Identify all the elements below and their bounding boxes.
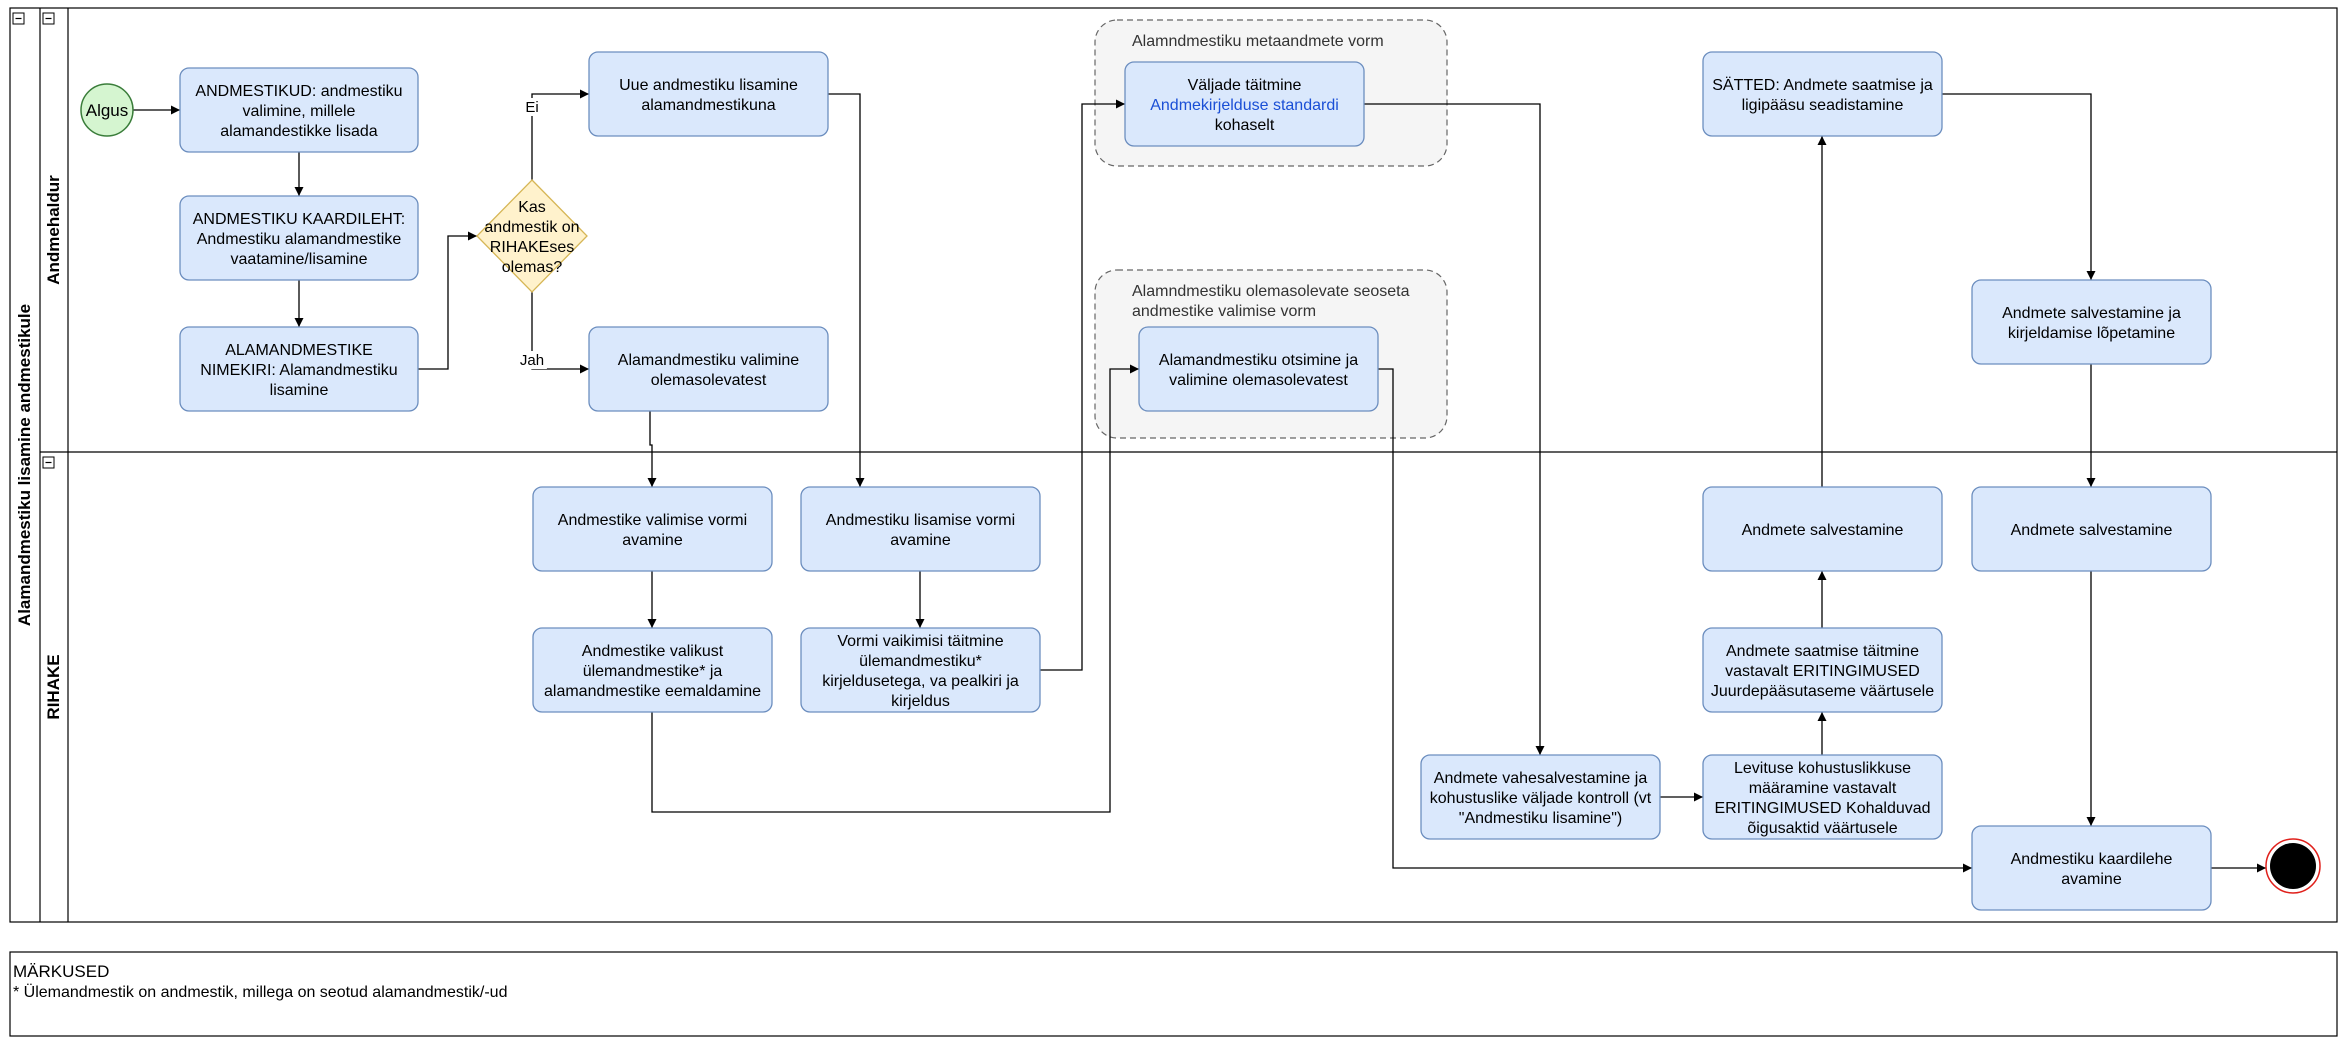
edge-label-bg xyxy=(517,351,547,369)
edge-t6-t14 xyxy=(1364,103,1545,755)
pool-collapse-toggle[interactable] xyxy=(12,12,25,25)
edge-label-no: Ei xyxy=(525,99,538,116)
notes-text: * Ülemandmestik on andmestik, millega on… xyxy=(13,983,507,1001)
task-t18[interactable]: Andmete salvestamine xyxy=(1971,486,2212,572)
lane-rihake-collapse-toggle[interactable] xyxy=(42,456,55,469)
notes-title: MÄRKUSED xyxy=(13,962,109,981)
edge-t3-gw xyxy=(418,231,477,370)
task-label: Andmete salvestamine xyxy=(2011,522,2173,539)
lane-label-rihake: RIHAKE xyxy=(44,654,63,719)
edge-gw-t4 xyxy=(531,89,589,180)
edge-t5-t10 xyxy=(647,411,657,487)
edge-label-yes: Jah xyxy=(520,352,544,369)
start-event[interactable]: Algus xyxy=(80,83,134,137)
edge-t7-t19 xyxy=(1378,368,1972,873)
edge-label-bg xyxy=(522,98,542,116)
edge-t12-t7 xyxy=(651,364,1139,813)
group-label: Alamndmestiku metaandmete vorm xyxy=(1132,33,1384,50)
task-t2[interactable]: ANDMESTIKU KAARDILEHT:Andmestiku alamand… xyxy=(179,195,419,281)
task-label: Andmete salvestamine xyxy=(1742,522,1904,539)
end-event[interactable] xyxy=(2265,838,2321,894)
task-label: ANDMESTIKU KAARDILEHT:Andmestiku alamand… xyxy=(193,211,405,268)
task-t17[interactable]: Andmete salvestamine xyxy=(1702,486,1943,572)
standard-link[interactable]: Andmekirjelduse standardi xyxy=(1150,97,1339,114)
pool-title: Alamandmestiku lisamine andmestikule xyxy=(15,304,34,626)
lane-label-andmehaldur: Andmehaldur xyxy=(44,175,63,285)
notes-box xyxy=(9,951,2338,1037)
edge-t4-t11 xyxy=(828,93,865,487)
start-event-label: Algus xyxy=(86,101,129,120)
lane-andmehaldur-collapse-toggle[interactable] xyxy=(42,12,55,25)
edge-t8-t9 xyxy=(1942,93,2096,280)
edge-t13-t6 xyxy=(1040,99,1125,671)
